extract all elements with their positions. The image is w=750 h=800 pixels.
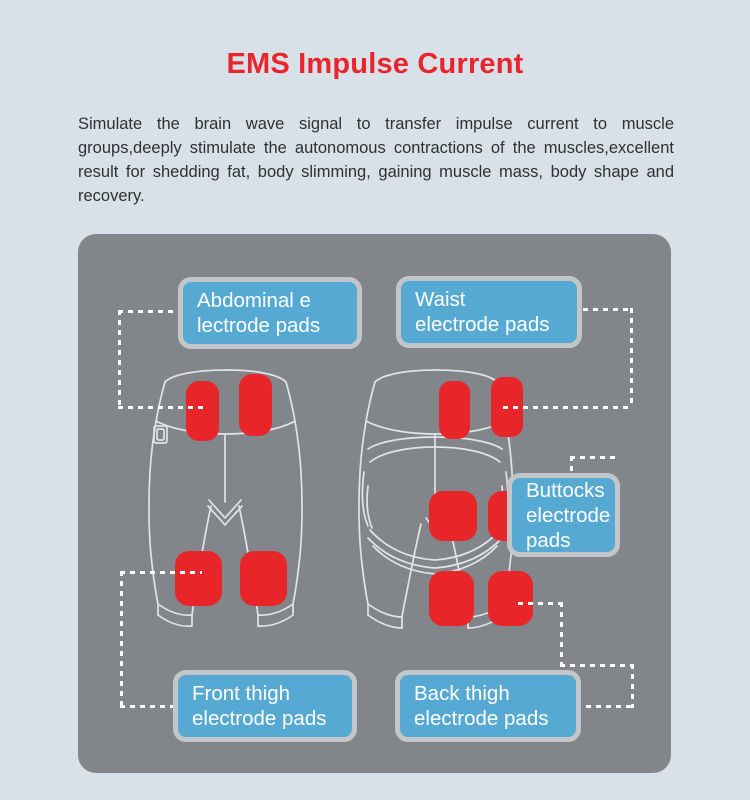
callout-back-thigh-line-2: electrode pads bbox=[414, 707, 549, 730]
callout-buttocks-line-1: Buttocks bbox=[526, 478, 605, 502]
connector-front-thigh-bottom bbox=[120, 705, 180, 708]
callout-abdominal-electrode-pads[interactable]: Abdominal e lectrode pads bbox=[178, 277, 362, 349]
callout-back-thigh-electrode-pads[interactable]: Back thigh electrode pads bbox=[395, 670, 581, 742]
connector-back-thigh-seg4 bbox=[631, 664, 634, 708]
electrode-pad-abdominal-right bbox=[239, 374, 272, 436]
electrode-pad-front-thigh-right bbox=[240, 551, 287, 606]
page-title: EMS Impulse Current bbox=[226, 48, 524, 80]
callout-waist-line-1: Waist bbox=[415, 288, 466, 311]
callout-waist-electrode-pads[interactable]: Waist electrode pads bbox=[396, 276, 582, 348]
callout-waist-line-2: electrode pads bbox=[415, 313, 550, 336]
connector-front-thigh-left bbox=[120, 571, 123, 707]
connector-back-thigh-seg5 bbox=[586, 705, 634, 708]
callout-front-thigh-line-2: electrode pads bbox=[192, 707, 327, 730]
electrode-pad-abdominal-left bbox=[186, 381, 219, 441]
diagram-panel: Abdominal e lectrode pads Waist electrod… bbox=[78, 234, 671, 773]
connector-abdominal-top bbox=[118, 310, 180, 313]
connector-back-thigh-seg3 bbox=[560, 664, 634, 667]
electrode-pad-waist-left bbox=[439, 381, 470, 439]
connector-waist-bottom bbox=[503, 406, 633, 409]
electrode-pad-front-thigh-left-2 bbox=[175, 551, 222, 606]
electrode-pad-back-thigh-left bbox=[429, 571, 474, 626]
callout-back-thigh-line-1: Back thigh bbox=[414, 682, 510, 705]
callout-abdominal-line-2: lectrode pads bbox=[197, 314, 321, 337]
connector-waist-top bbox=[583, 308, 633, 311]
connector-abdominal-bottom bbox=[118, 406, 208, 409]
connector-back-thigh-seg2 bbox=[560, 602, 563, 667]
connector-buttocks-upper bbox=[570, 456, 620, 459]
intro-paragraph: Simulate the brain wave signal to transf… bbox=[78, 115, 674, 205]
electrode-pad-back-thigh-right bbox=[488, 571, 533, 626]
callout-buttocks-line-2: electrode bbox=[526, 503, 611, 527]
connector-back-thigh-seg1 bbox=[518, 602, 563, 605]
callout-front-thigh-electrode-pads[interactable]: Front thigh electrode pads bbox=[173, 670, 357, 742]
connector-abdominal-left bbox=[118, 310, 121, 408]
connector-front-thigh-top bbox=[120, 571, 202, 574]
callout-front-thigh-line-1: Front thigh bbox=[192, 682, 290, 705]
connector-waist-right bbox=[630, 308, 633, 407]
callout-buttocks-line-3: pads bbox=[526, 528, 571, 552]
callout-buttocks-electrode-pads[interactable]: Buttocks electrode pads bbox=[507, 473, 620, 557]
electrode-pad-buttocks-left bbox=[429, 491, 477, 541]
callout-abdominal-line-1: Abdominal e bbox=[197, 289, 311, 312]
